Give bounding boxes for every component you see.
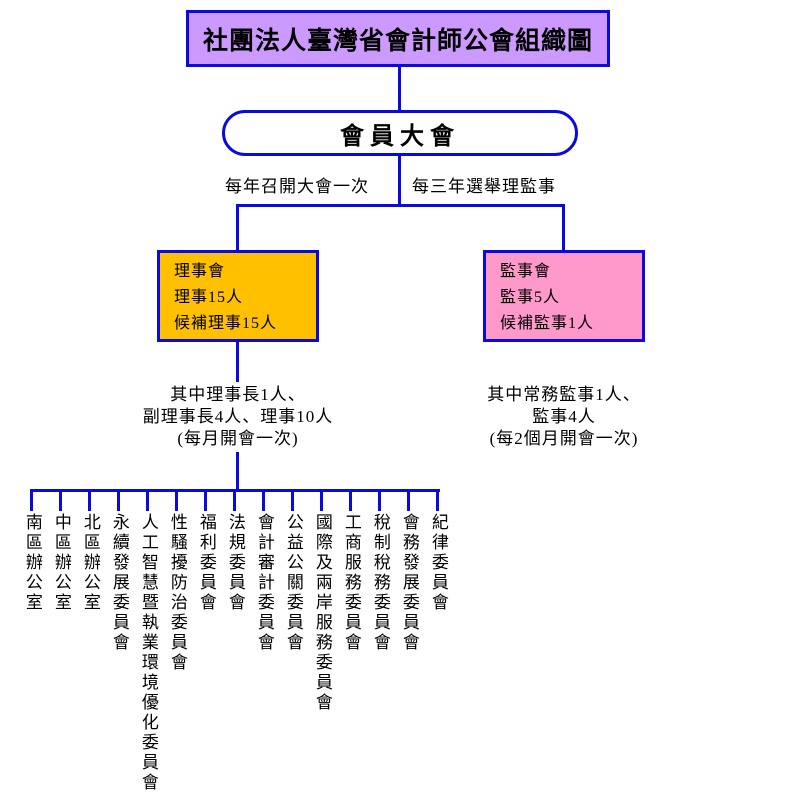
committee-tick bbox=[233, 489, 236, 511]
committee-label: 人工智慧暨執業環境優化委員會 bbox=[138, 513, 158, 793]
committee-label: 性騷擾防治委員會 bbox=[167, 513, 187, 673]
directors-line-2: 理事15人 bbox=[174, 289, 244, 306]
committee-tick bbox=[291, 489, 294, 511]
connector-title-assembly bbox=[398, 66, 401, 111]
directors-line-3: 候補理事15人 bbox=[174, 315, 278, 332]
committee-tick bbox=[175, 489, 178, 511]
supervisors-note-line-1: 其中常務監事1人、 bbox=[487, 385, 641, 404]
committee-tick bbox=[59, 489, 62, 511]
committee-label: 北區辦公室 bbox=[80, 513, 100, 613]
committee-column: 福利委員會 bbox=[191, 489, 220, 793]
connector-drop-supervisors bbox=[562, 204, 565, 250]
committee-tick bbox=[88, 489, 91, 511]
connector-assembly-split bbox=[398, 156, 401, 206]
branch-label-right: 每三年選舉理監事 bbox=[412, 177, 556, 196]
committee-label: 國際及兩岸服務委員會 bbox=[312, 513, 332, 713]
supervisors-note-line-3: (每2個月開會一次) bbox=[489, 429, 639, 448]
committee-column: 工商服務委員會 bbox=[336, 489, 365, 793]
assembly-label: 會員大會 bbox=[340, 123, 460, 150]
committee-label: 福利委員會 bbox=[196, 513, 216, 613]
committee-label: 公益公關委員會 bbox=[283, 513, 303, 653]
committee-label: 法規委員會 bbox=[225, 513, 245, 613]
directors-note-line-2: 副理事長4人、理事10人 bbox=[142, 407, 334, 426]
committee-column: 紀律委員會 bbox=[423, 489, 452, 793]
committee-column: 人工智慧暨執業環境優化委員會 bbox=[133, 489, 162, 793]
directors-note-line-1: 其中理事長1人、 bbox=[170, 385, 306, 404]
committee-tick bbox=[320, 489, 323, 511]
committee-label: 稅制稅務委員會 bbox=[370, 513, 390, 653]
committee-tick bbox=[349, 489, 352, 511]
committee-tick bbox=[204, 489, 207, 511]
committee-tick bbox=[407, 489, 410, 511]
committee-label: 會務發展委員會 bbox=[399, 513, 419, 653]
committee-column: 會計審計委員會 bbox=[249, 489, 278, 793]
committee-column: 中區辦公室 bbox=[46, 489, 75, 793]
directors-note-line-3: (每月開會一次) bbox=[177, 429, 299, 448]
committee-column: 北區辦公室 bbox=[75, 489, 104, 793]
connector-directors-note bbox=[236, 342, 239, 382]
committee-column: 南區辦公室 bbox=[17, 489, 46, 793]
committee-label: 中區辦公室 bbox=[51, 513, 71, 613]
branch-label-left: 每年召開大會一次 bbox=[225, 177, 369, 196]
committee-label: 南區辦公室 bbox=[22, 513, 42, 613]
assembly-box: 會員大會 bbox=[222, 110, 578, 156]
committee-tick bbox=[378, 489, 381, 511]
committee-label: 工商服務委員會 bbox=[341, 513, 361, 653]
chart-title: 社團法人臺灣省會計師公會組織圖 bbox=[202, 27, 593, 55]
supervisors-line-2: 監事5人 bbox=[500, 289, 561, 306]
committee-tick bbox=[262, 489, 265, 511]
supervisors-line-3: 候補監事1人 bbox=[500, 315, 595, 332]
committee-tick bbox=[146, 489, 149, 511]
committee-tick bbox=[117, 489, 120, 511]
committee-column: 國際及兩岸服務委員會 bbox=[307, 489, 336, 793]
committee-tick bbox=[436, 489, 439, 511]
committee-label: 會計審計委員會 bbox=[254, 513, 274, 653]
committee-tick bbox=[30, 489, 33, 511]
committee-column: 公益公關委員會 bbox=[278, 489, 307, 793]
directors-note: 其中理事長1人、 副理事長4人、理事10人 (每月開會一次) bbox=[118, 384, 358, 450]
directors-box: 理事會 理事15人 候補理事15人 bbox=[157, 250, 319, 342]
committee-column: 會務發展委員會 bbox=[394, 489, 423, 793]
committee-label: 永續發展委員會 bbox=[109, 513, 129, 653]
committee-label: 紀律委員會 bbox=[428, 513, 448, 613]
connector-split-horizontal bbox=[236, 204, 565, 207]
directors-line-1: 理事會 bbox=[174, 263, 226, 280]
committee-column: 永續發展委員會 bbox=[104, 489, 133, 793]
connector-drop-directors bbox=[236, 204, 239, 250]
connector-note-committees bbox=[236, 452, 239, 490]
supervisors-box: 監事會 監事5人 候補監事1人 bbox=[483, 250, 645, 342]
supervisors-line-1: 監事會 bbox=[500, 263, 552, 280]
committee-list: 南區辦公室 中區辦公室 北區辦公室 永續發展委員會 人工智慧暨執業環境優化委員會… bbox=[17, 489, 453, 793]
chart-title-box: 社團法人臺灣省會計師公會組織圖 bbox=[186, 10, 610, 67]
committee-column: 法規委員會 bbox=[220, 489, 249, 793]
supervisors-note-line-2: 監事4人 bbox=[532, 407, 596, 426]
committee-column: 性騷擾防治委員會 bbox=[162, 489, 191, 793]
supervisors-note: 其中常務監事1人、 監事4人 (每2個月開會一次) bbox=[452, 384, 676, 450]
committee-column: 稅制稅務委員會 bbox=[365, 489, 394, 793]
